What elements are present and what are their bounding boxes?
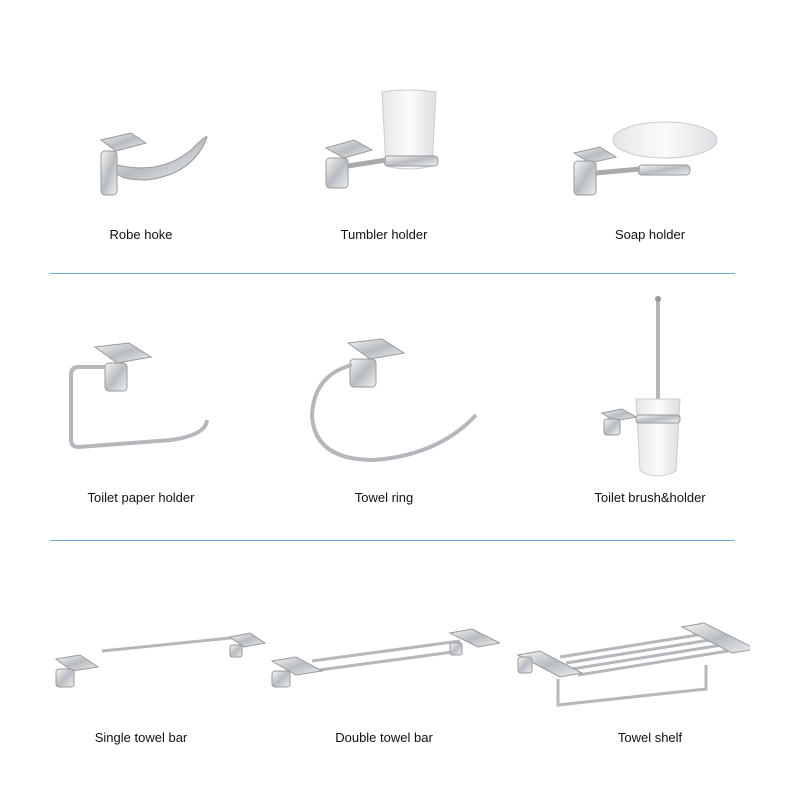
row-divider: [50, 540, 735, 541]
product-label: Tumbler holder: [340, 227, 428, 242]
product-label: Robe hoke: [109, 227, 173, 242]
product-label: Towel shelf: [617, 730, 683, 745]
toilet-paper-holder-image: [69, 342, 209, 450]
product-label: Toilet brush&holder: [594, 490, 706, 505]
product-label: Single towel bar: [94, 730, 188, 745]
soap-holder-image: [572, 121, 718, 196]
row-divider: [50, 273, 735, 274]
single-towel-bar-image: [54, 632, 267, 688]
product-label: Towel ring: [354, 490, 414, 505]
double-towel-bar-image: [270, 628, 500, 688]
product-single-towel-bar: [40, 615, 280, 695]
product-label: Soap holder: [614, 227, 686, 242]
product-toilet-brush-holder: [530, 295, 770, 485]
towel-ring-image: [309, 338, 478, 463]
toilet-brush-holder-image: [600, 296, 681, 477]
product-soap-holder: [530, 95, 770, 225]
product-towel-ring: [264, 335, 504, 465]
product-towel-shelf: [510, 615, 750, 715]
product-tumbler-holder: [264, 88, 504, 218]
product-robe-hook: [21, 95, 261, 225]
tumbler-holder-image: [324, 89, 439, 189]
product-label: Toilet paper holder: [87, 490, 195, 505]
product-double-towel-bar: [260, 615, 500, 695]
product-label: Double towel bar: [335, 730, 433, 745]
towel-shelf-image: [516, 622, 750, 707]
robe-hook-image: [99, 132, 208, 196]
product-toilet-paper-holder: [21, 335, 261, 465]
